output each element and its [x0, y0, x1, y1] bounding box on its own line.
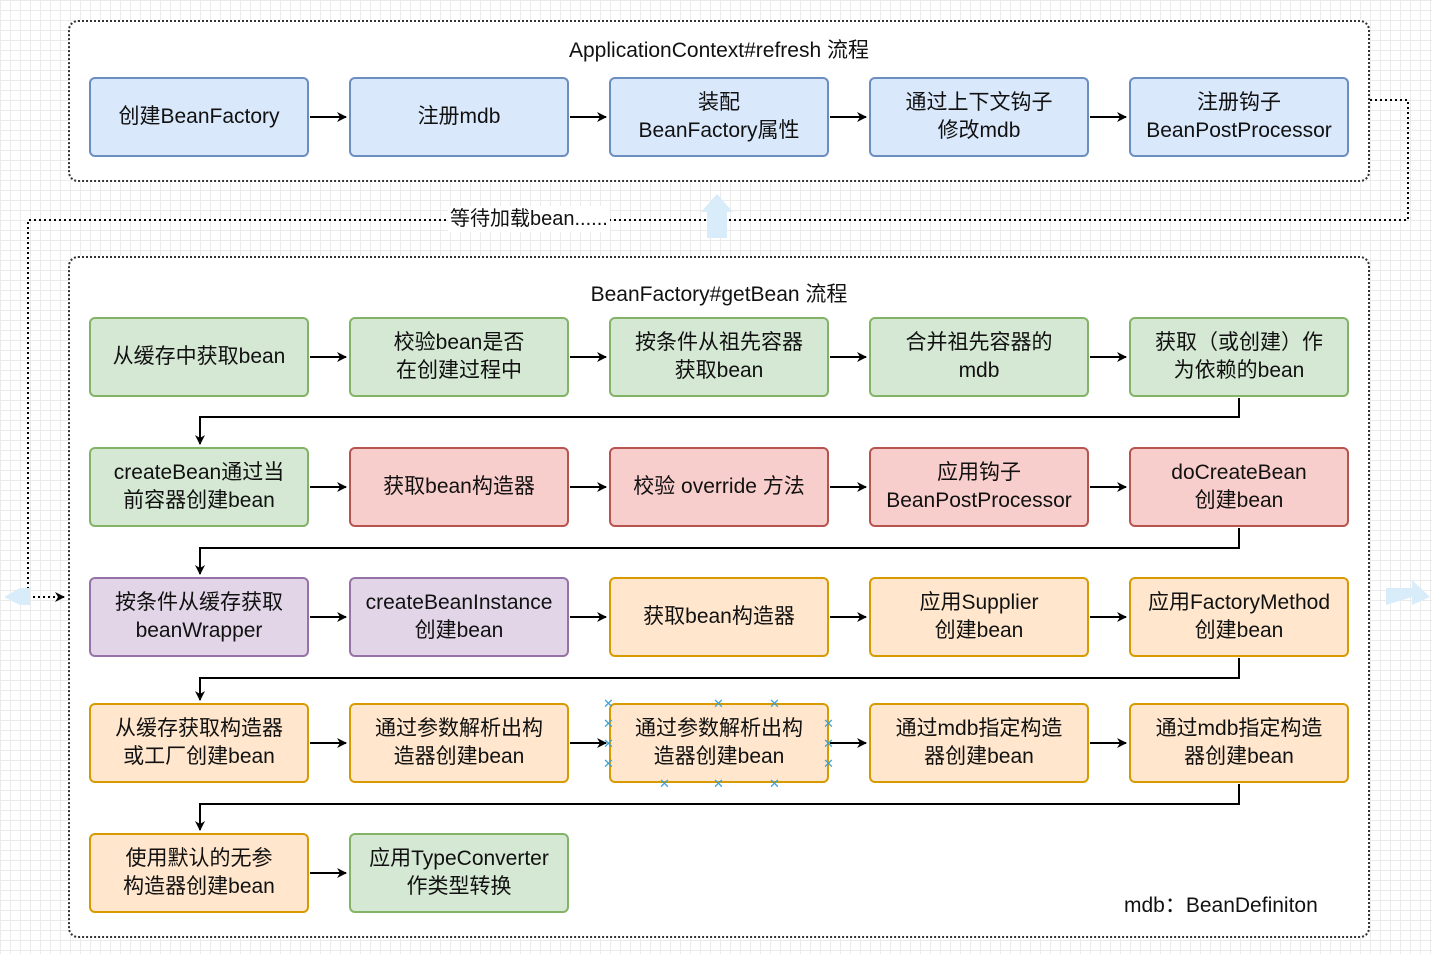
hover-arrow-up-icon: [701, 194, 733, 238]
arrow-row2-row3: [195, 528, 1240, 575]
resize-handle-icon[interactable]: ✕: [713, 776, 724, 791]
row-2-node-4[interactable]: 应用钩子 BeanPostProcessor: [869, 447, 1089, 527]
row-4-node-3[interactable]: 通过参数解析出构 造器创建bean: [609, 703, 829, 783]
row-2-node-2[interactable]: 获取bean构造器: [349, 447, 569, 527]
row-2-node-5[interactable]: doCreateBean 创建bean: [1129, 447, 1349, 527]
row-1-node-4[interactable]: 合并祖先容器的 mdb: [869, 317, 1089, 397]
row-4-node-2[interactable]: 通过参数解析出构 造器创建bean: [349, 703, 569, 783]
top-node-1[interactable]: 创建BeanFactory: [89, 77, 309, 157]
resize-handle-icon[interactable]: ✕: [769, 696, 780, 711]
arrow-row4-row5: [195, 784, 1240, 831]
row-1-node-5[interactable]: 获取（或创建）作 为依赖的bean: [1129, 317, 1349, 397]
row-3-node-4[interactable]: 应用Supplier 创建bean: [869, 577, 1089, 657]
row-1-node-1[interactable]: 从缓存中获取bean: [89, 317, 309, 397]
wait-connector: [27, 99, 1409, 602]
hover-arrow-left-icon: [4, 588, 30, 605]
row-3-node-3[interactable]: 获取bean构造器: [609, 577, 829, 657]
getbean-group-title: BeanFactory#getBean 流程: [590, 283, 848, 306]
top-node-4[interactable]: 通过上下文钩子 修改mdb: [869, 77, 1089, 157]
row-2-node-3[interactable]: 校验 override 方法: [609, 447, 829, 527]
resize-handle-icon[interactable]: ✕: [603, 756, 614, 771]
row-2-node-1[interactable]: createBean通过当 前容器创建bean: [89, 447, 309, 527]
resize-handle-icon[interactable]: ✕: [603, 736, 614, 751]
row-3-node-1[interactable]: 按条件从缓存获取 beanWrapper: [89, 577, 309, 657]
resize-handle-icon[interactable]: ✕: [713, 696, 724, 711]
wait-label: 等待加载bean......: [448, 206, 610, 232]
resize-handle-icon[interactable]: ✕: [823, 716, 834, 731]
refresh-group-title: ApplicationContext#refresh 流程: [569, 39, 869, 62]
top-node-5[interactable]: 注册钩子 BeanPostProcessor: [1129, 77, 1349, 157]
resize-handle-icon[interactable]: ✕: [659, 776, 670, 791]
row-4-node-1[interactable]: 从缓存获取构造器 或工厂创建bean: [89, 703, 309, 783]
row-3-node-5[interactable]: 应用FactoryMethod 创建bean: [1129, 577, 1349, 657]
row-4-node-4[interactable]: 通过mdb指定构造 器创建bean: [869, 703, 1089, 783]
arrow-row1-row2: [195, 398, 1240, 445]
row-1-node-2[interactable]: 校验bean是否 在创建过程中: [349, 317, 569, 397]
legend-note: mdb：BeanDefiniton: [1124, 894, 1318, 917]
resize-handle-icon[interactable]: ✕: [823, 756, 834, 771]
resize-handle-icon[interactable]: ✕: [823, 736, 834, 751]
top-node-3[interactable]: 装配 BeanFactory属性: [609, 77, 829, 157]
row-3-node-2[interactable]: createBeanInstance 创建bean: [349, 577, 569, 657]
row-1-node-3[interactable]: 按条件从祖先容器 获取bean: [609, 317, 829, 397]
arrow-row3-row4: [195, 658, 1240, 701]
resize-handle-icon[interactable]: ✕: [603, 696, 614, 711]
hover-arrow-right-icon: [1386, 580, 1430, 605]
row-5-node-1[interactable]: 使用默认的无参 构造器创建bean: [89, 833, 309, 913]
top-node-2[interactable]: 注册mdb: [349, 77, 569, 157]
resize-handle-icon[interactable]: ✕: [769, 776, 780, 791]
resize-handle-icon[interactable]: ✕: [603, 716, 614, 731]
row-4-node-5[interactable]: 通过mdb指定构造 器创建bean: [1129, 703, 1349, 783]
row-5-node-2[interactable]: 应用TypeConverter 作类型转换: [349, 833, 569, 913]
